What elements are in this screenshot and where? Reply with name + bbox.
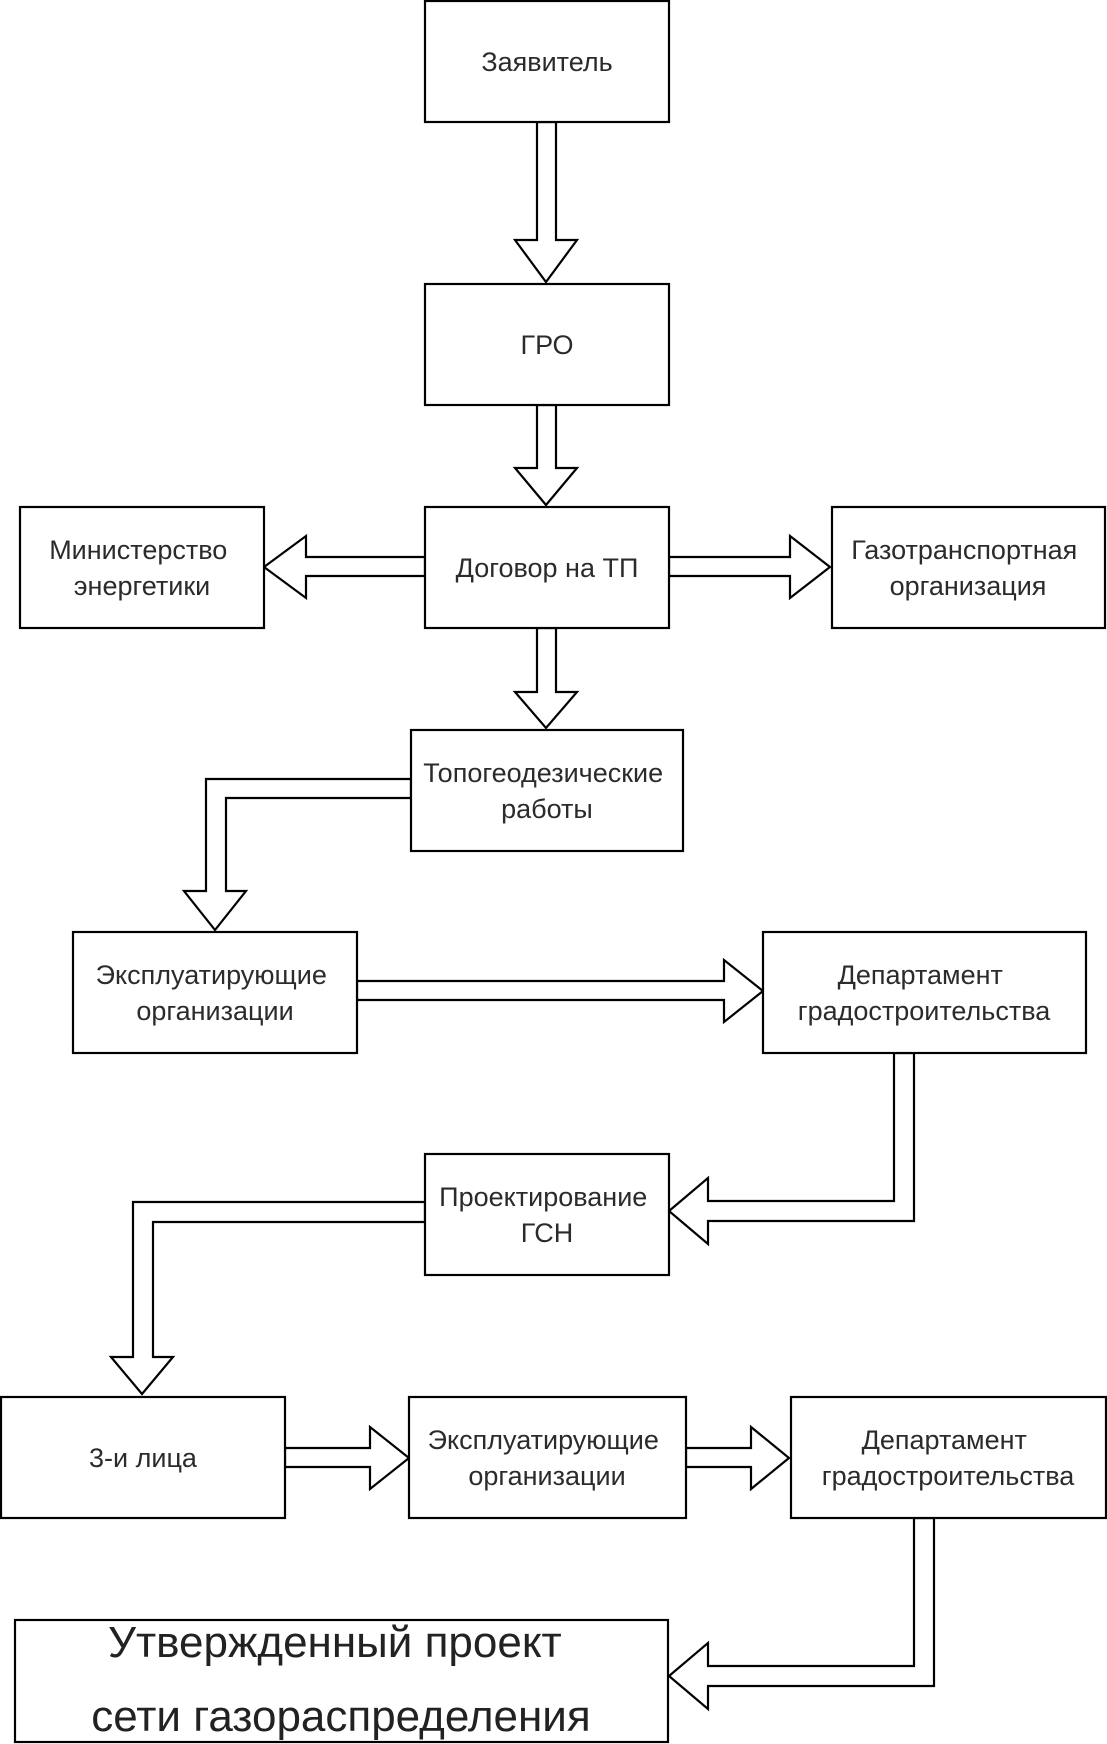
node-operating-2-box [407,1395,688,1520]
node-dept-1-line-1: Департамент [838,960,1003,990]
node-gas-transport-line-1: Газотранспортная [851,535,1077,565]
node-approved-line-2: сети газораспределения [91,1692,590,1741]
arrow-contract-to-ministry [262,533,427,601]
node-design-box [423,1152,671,1277]
arrow-design-to-third-parties [108,1200,427,1396]
node-topo-line-2: работы [501,794,593,824]
node-ministry-line-2: энергетики [74,571,210,601]
arrow-operating-1-to-dept-1 [355,957,765,1025]
node-contract-label: Договор на ТП [456,553,639,583]
arrow-gro-to-contract [512,403,580,507]
node-topo-line-1: Топогеодезические [423,758,663,788]
node-contract-box [423,505,671,630]
arrow-operating-2-to-dept-2 [684,1424,791,1492]
node-dept-2-label: Департамент градостроительства [822,1425,1076,1491]
node-dept-1-line-2: градостроительства [798,996,1052,1026]
node-third-parties-box [0,1395,287,1520]
node-approved-box [13,1618,670,1744]
node-design-label: Проектирование ГСН [439,1182,655,1248]
node-operating-1-line-2: организации [136,996,293,1026]
node-gro-label: ГРО [520,330,573,360]
node-operating-2-line-2: организации [468,1461,625,1491]
node-operating-1-line-1: Эксплуатирующие [96,960,327,990]
node-dept-2-box [789,1395,1107,1520]
node-gro-box [423,282,671,407]
node-design-line-2: ГСН [521,1218,573,1248]
node-dept-1-box [761,930,1088,1055]
node-topo-label: Топогеодезические работы [423,758,670,824]
node-operating-2-label: Эксплуатирующие организации [428,1425,667,1491]
arrow-contract-to-gas-transport [667,533,832,601]
node-dept-2-line-2: градостроительства [822,1461,1076,1491]
node-applicant-label: Заявитель [481,47,612,77]
node-third-parties-label: 3-и лица [89,1443,198,1473]
arrow-third-parties-to-operating-2 [283,1424,411,1492]
node-ministry-line-1: Министерство [49,535,227,565]
node-ministry-label: Министерство энергетики [49,535,235,601]
node-dept-1-label: Департамент градостроительства [798,960,1052,1026]
node-gas-transport-line-2: организация [890,571,1047,601]
node-approved-label: Утвержденный проект сети газораспределен… [91,1618,590,1741]
node-approved-line-1: Утвержденный проект [108,1618,562,1667]
node-gas-transport-label: Газотранспортная организация [851,535,1085,601]
node-gas-transport-box [830,505,1107,630]
node-operating-2-line-1: Эксплуатирующие [428,1425,659,1455]
arrow-applicant-to-gro [512,120,580,284]
node-ministry-box [18,505,266,630]
arrow-dept-2-to-approved [667,1516,936,1712]
arrow-topo-to-operating-1 [181,777,413,932]
node-operating-1-label: Эксплуатирующие организации [96,960,335,1026]
node-design-line-1: Проектирование [439,1182,647,1212]
arrow-contract-to-topo [512,626,580,730]
arrow-dept-1-to-design [667,1051,916,1247]
node-applicant-box [423,0,671,124]
node-dept-2-line-1: Департамент [862,1425,1027,1455]
node-operating-1-box [71,930,359,1055]
node-topo-box [409,728,685,853]
